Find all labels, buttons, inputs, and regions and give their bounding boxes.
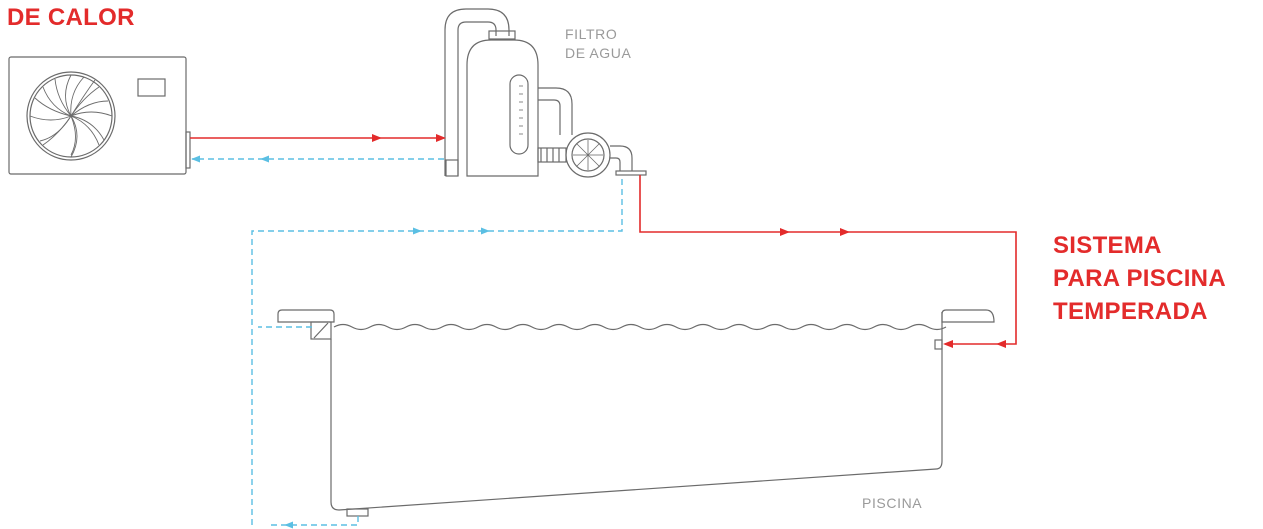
system-title-line-2: PARA PISCINA bbox=[1053, 265, 1226, 292]
hot-line-filter-to-pool bbox=[639, 175, 1017, 345]
pool-label-text: PISCINA bbox=[862, 495, 923, 511]
cold-water-arrows bbox=[191, 155, 490, 529]
system-title-line-3: TEMPERADA bbox=[1053, 298, 1208, 325]
filter-label-line-2: DE AGUA bbox=[565, 45, 632, 61]
cold-water-pipes bbox=[192, 158, 623, 526]
heat-pump-title: DE CALOR bbox=[7, 1, 135, 34]
filter-label: FILTRO DE AGUA bbox=[565, 25, 631, 63]
hot-water-arrows bbox=[372, 134, 1006, 348]
system-title: SISTEMA PARA PISCINA TEMPERADA bbox=[1053, 229, 1226, 328]
hot-water-pipes bbox=[190, 137, 1017, 345]
heat-pump-icon bbox=[8, 56, 191, 175]
system-title-line-1: SISTEMA bbox=[1053, 232, 1162, 259]
heat-pump-title-text: DE CALOR bbox=[7, 4, 135, 31]
pool-icon bbox=[277, 309, 995, 517]
water-filter-icon bbox=[444, 8, 539, 177]
cold-line-main-drain bbox=[270, 516, 359, 526]
filter-label-line-1: FILTRO bbox=[565, 26, 618, 42]
water-pump-icon bbox=[537, 87, 647, 178]
pool-label: PISCINA bbox=[862, 494, 922, 513]
cold-line-pool-to-filter bbox=[251, 176, 623, 525]
